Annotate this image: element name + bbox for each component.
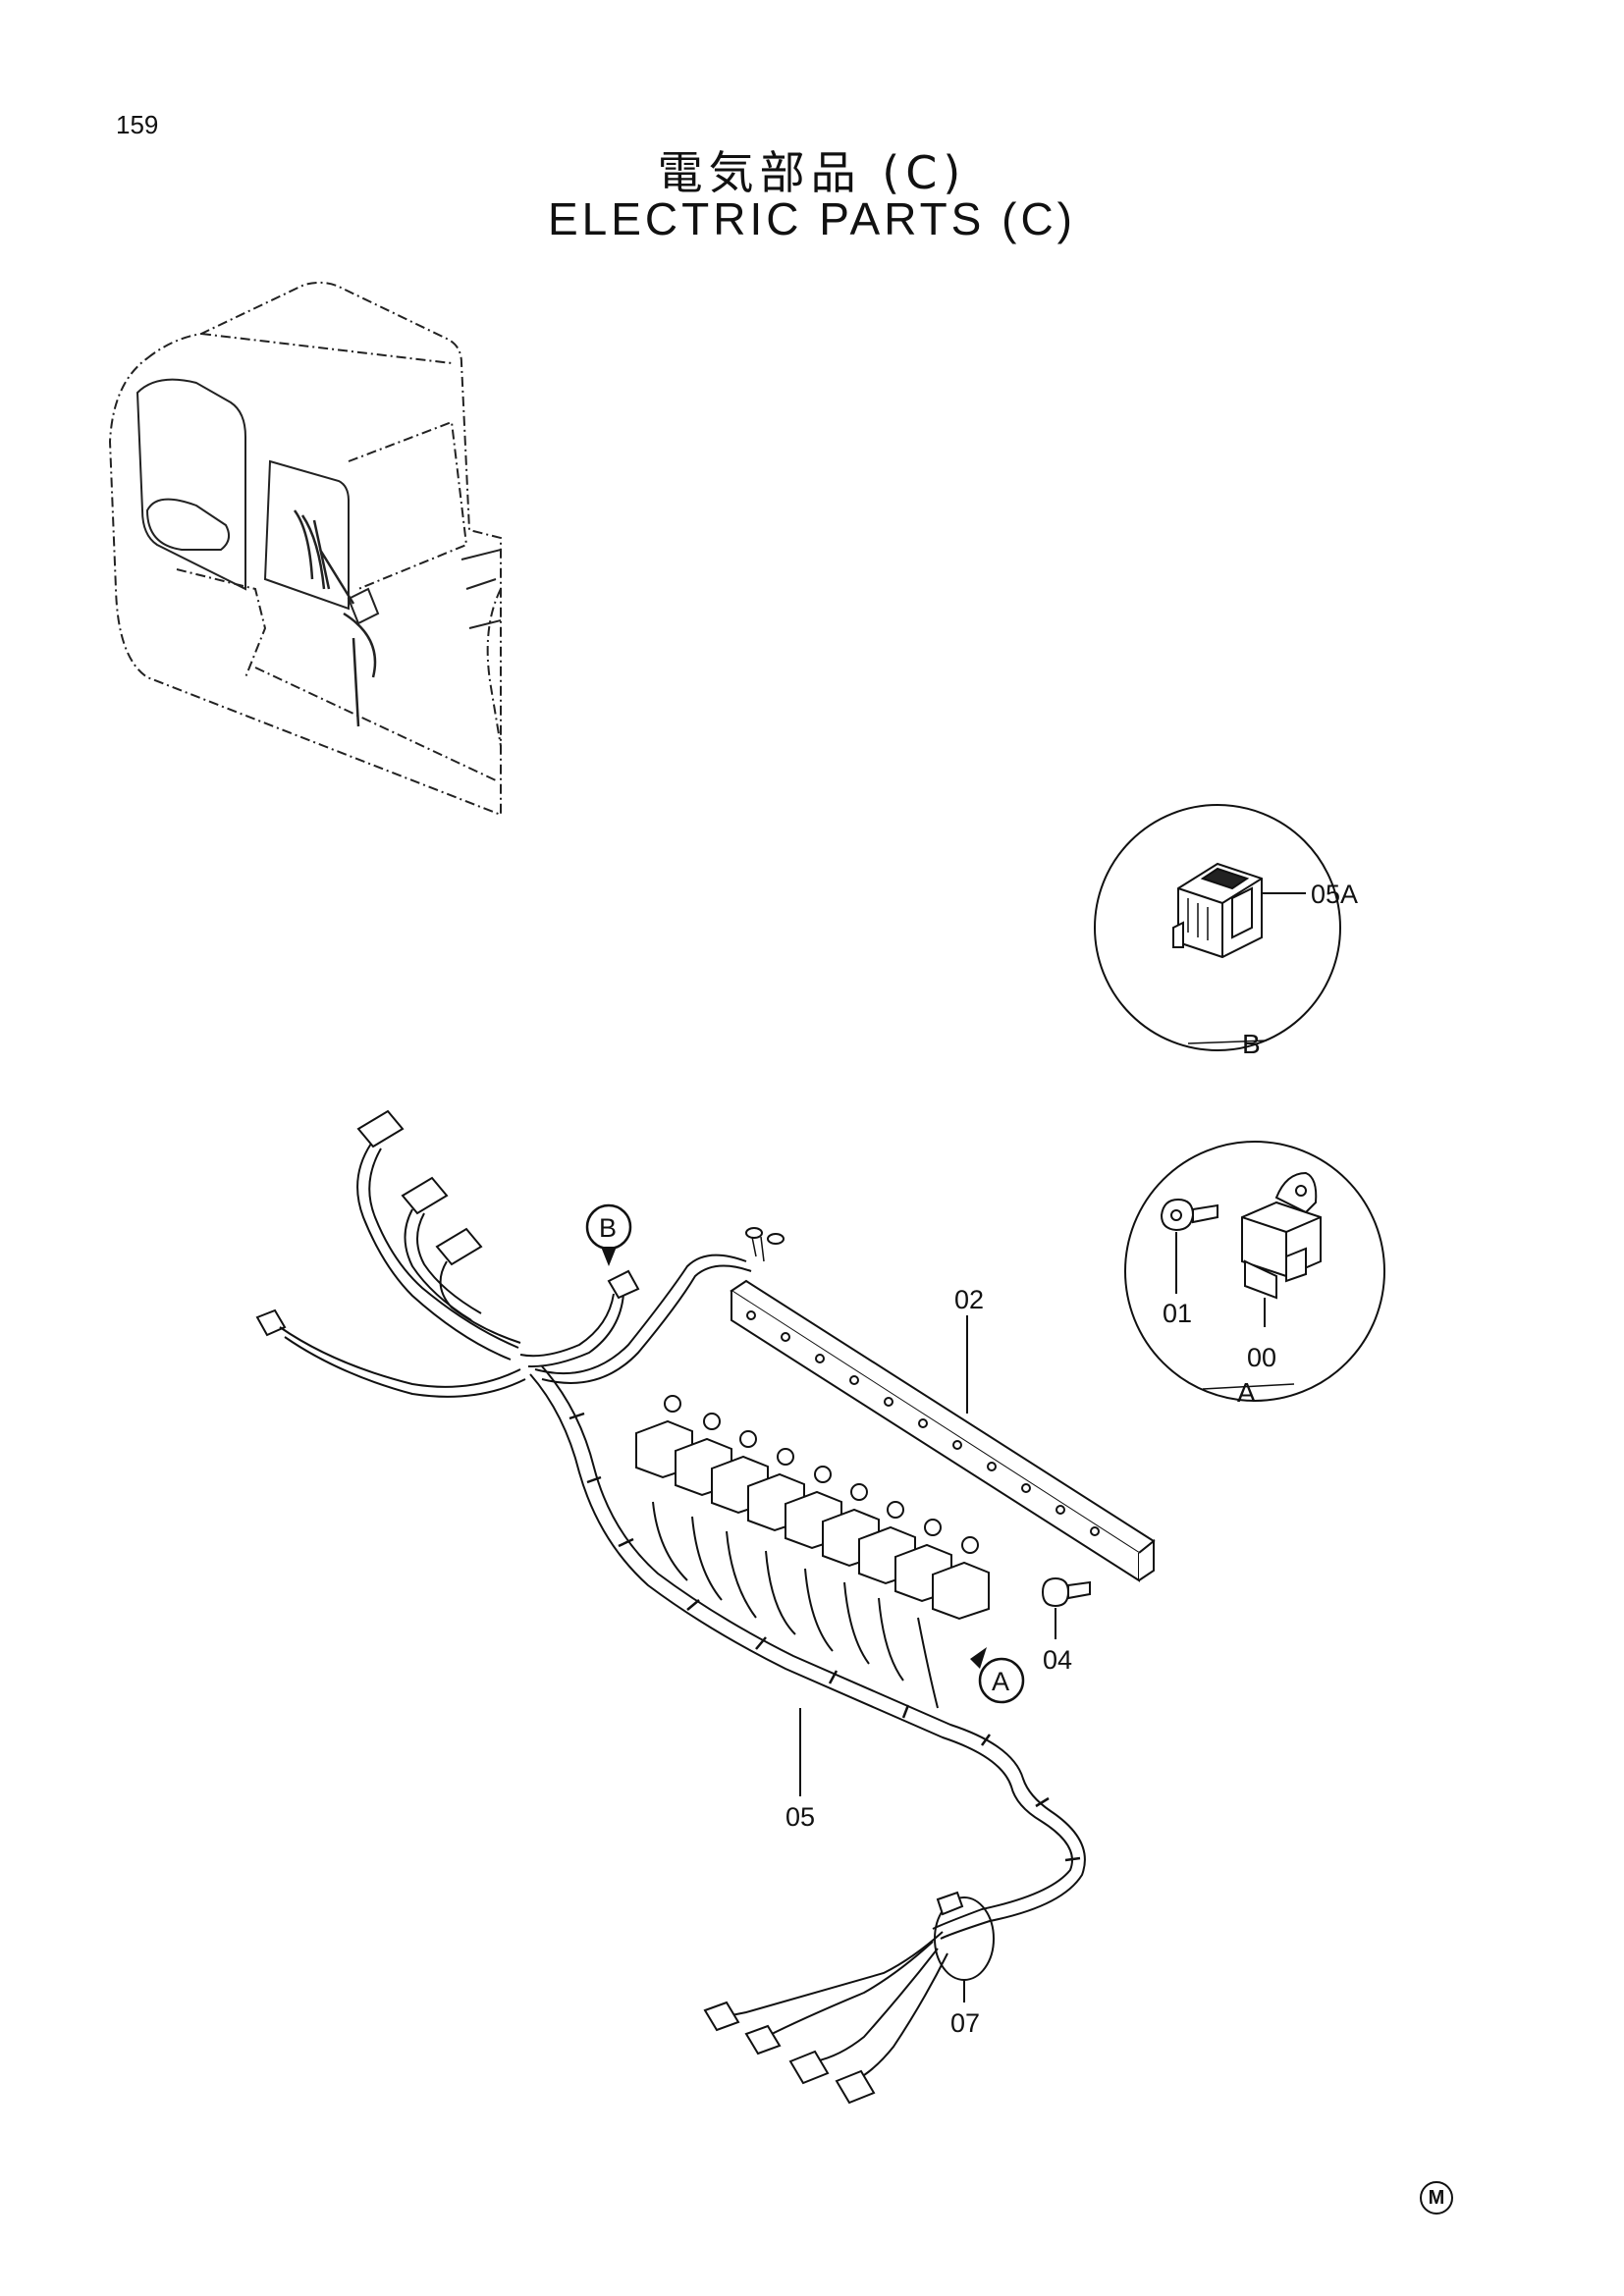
harness-05-drawing — [255, 1109, 1086, 2105]
connector-05a-drawing — [1172, 862, 1263, 959]
view-label-b: B — [1242, 1029, 1261, 1059]
screw-01-drawing — [1160, 1198, 1266, 1327]
band-07-drawing — [934, 1891, 995, 1981]
view-bubble-a-label: A — [992, 1667, 1009, 1696]
page-number: 159 — [116, 110, 159, 139]
relay-00-drawing — [1241, 1171, 1322, 1300]
bracket-02-drawing — [730, 1279, 1156, 1582]
view-b-leader — [1187, 1040, 1268, 1044]
callout-07: 07 — [950, 2008, 980, 2038]
manufacturer-mark: M — [1420, 2181, 1453, 2215]
bolt-04-drawing — [1041, 1576, 1091, 1608]
view-label-a: A — [1237, 1377, 1256, 1408]
detail-b-circle — [1094, 804, 1341, 1051]
view-bubble-a — [978, 1657, 1025, 1704]
relay-row — [635, 1395, 990, 1621]
callout-04: 04 — [1043, 1645, 1072, 1675]
view-bubble-b-label: B — [599, 1213, 617, 1243]
callout-05a: 05A — [1311, 880, 1358, 909]
view-a-leader — [1202, 1383, 1295, 1390]
callout-05: 05 — [785, 1802, 815, 1832]
title-japanese: 電気部品 (C) — [657, 146, 967, 199]
callout-01: 01 — [1163, 1299, 1192, 1328]
detail-b: 05A B — [1094, 804, 1358, 1059]
callout-00: 00 — [1247, 1343, 1276, 1372]
detail-a: 01 00 A — [1124, 1141, 1385, 1408]
callout-02: 02 — [954, 1285, 984, 1314]
detail-a-circle — [1124, 1141, 1385, 1402]
cab-illustration — [108, 281, 502, 817]
title-english: ELECTRIC PARTS (C) — [547, 193, 1077, 244]
